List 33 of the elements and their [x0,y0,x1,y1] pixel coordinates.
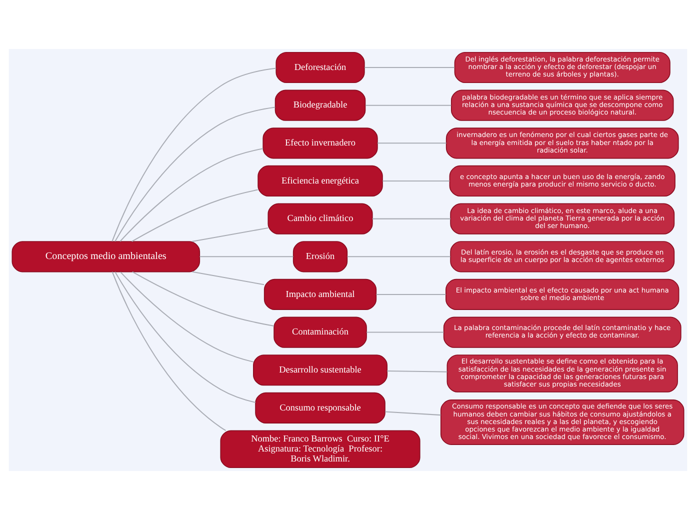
connector [347,256,450,258]
connector [112,272,226,431]
connector [120,272,254,362]
connector [114,272,256,404]
node-box: Consumo responsable [255,392,386,424]
node-box: Cambio climático [268,203,373,234]
connector [114,106,276,242]
connector [366,332,444,333]
node-box: Efecto invernadero [262,128,378,159]
node-box: Contaminación [274,316,367,348]
connector [377,142,446,144]
node-box: Impacto ambiental [264,278,377,310]
connector [372,218,450,220]
connector [382,180,450,182]
connector [376,294,446,295]
connector [385,411,441,416]
node-box: Deforestación [276,52,365,84]
connector [192,271,264,286]
node-box: Eficiencia energética [258,165,383,197]
connector [132,271,274,327]
connector [200,256,294,258]
connector [192,227,268,242]
node-box: Conceptos medio ambientales [12,241,200,272]
node-box: Desarrollo sustentable [253,354,388,386]
connector [387,370,448,372]
connector [132,189,258,242]
connector [112,68,276,242]
node-box: Biodegradable [274,90,366,121]
node-box: Erosión [292,241,348,272]
connector [365,104,452,106]
connector [364,67,455,68]
connector [120,148,264,242]
node-box: Nombe: Franco Barrows Curso: II°E Asignatura: Tecnología Profesor: Boris Wladimir. [220,430,420,468]
